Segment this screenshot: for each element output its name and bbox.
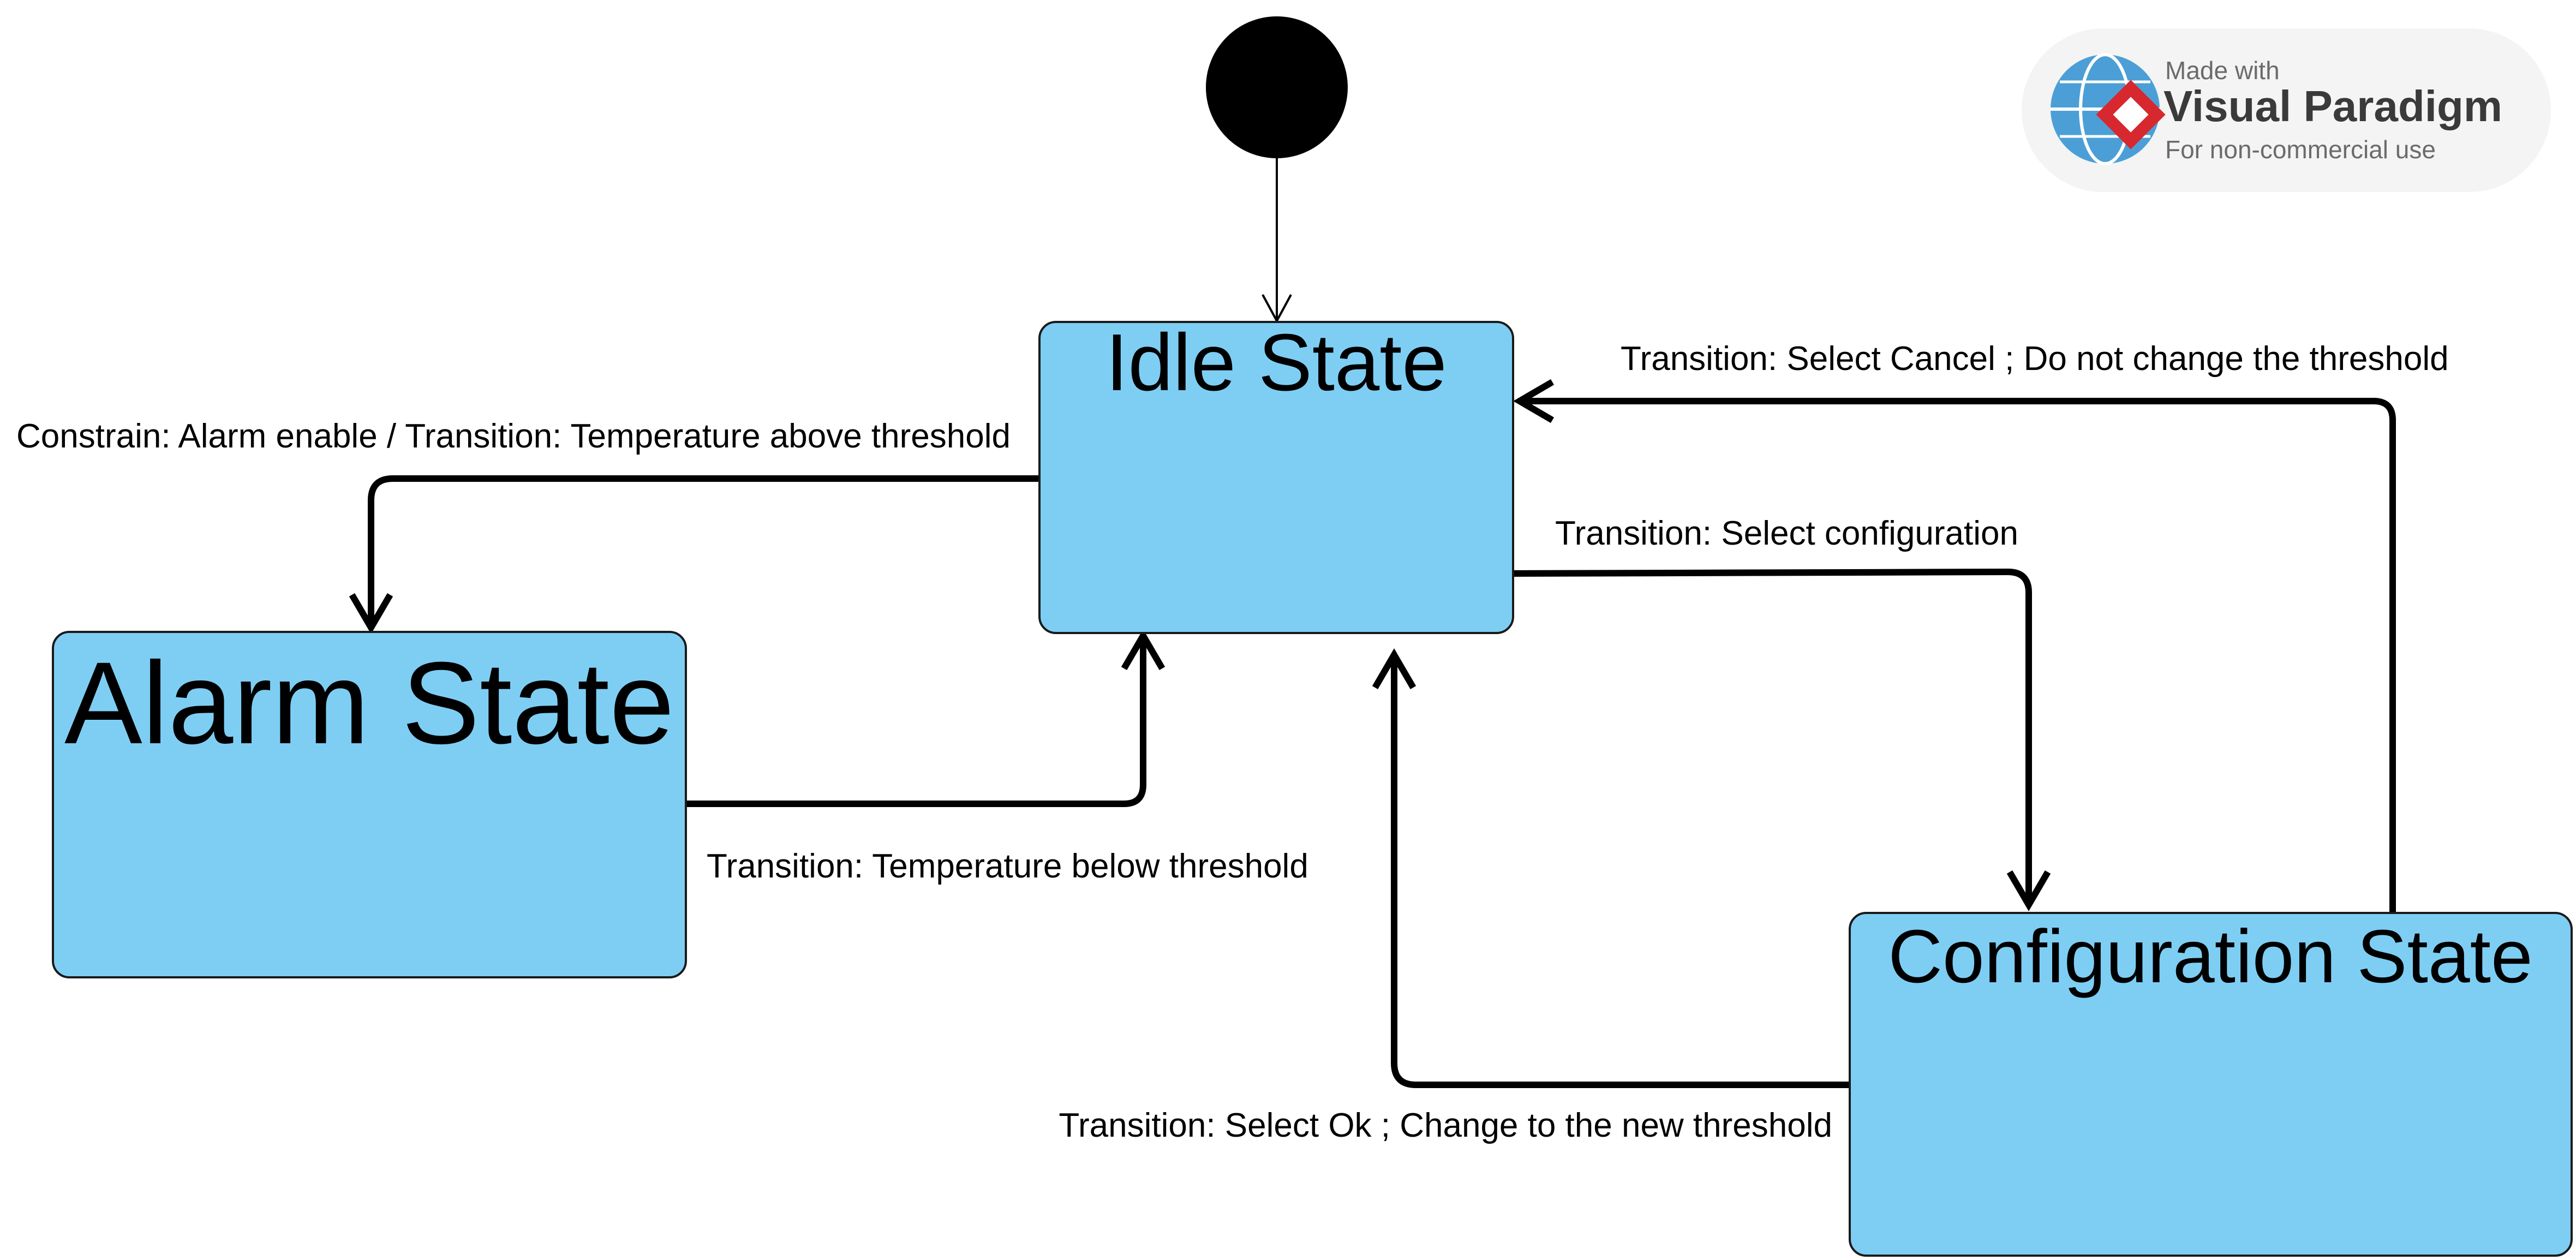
transition-idle-to-alarm[interactable] [368,475,1039,625]
state-configuration[interactable]: Configuration State [1849,912,2573,1257]
label-config-to-idle-ok: Transition: Select Ok ; Change to the ne… [1059,1107,1832,1144]
label-idle-to-alarm: Constrain: Alarm enable / Transition: Te… [16,417,1011,455]
arrowhead-idle-to-alarm [349,593,393,634]
initial-state[interactable] [1206,16,1348,158]
label-idle-to-config: Transition: Select configuration [1555,515,2018,552]
state-alarm-label: Alarm State [64,638,674,768]
label-config-to-idle-cancel: Transition: Select Cancel ; Do not chang… [1621,340,2449,378]
watermark-line3: For non-commercial use [2165,135,2436,164]
arrowhead-config-to-idle-ok [1372,648,1416,690]
arrowhead-alarm-to-idle [1121,629,1166,671]
arrowhead-idle-to-config [2006,870,2051,911]
watermark-line2: Visual Paradigm [2163,82,2502,130]
transition-config-to-idle-ok[interactable] [1391,658,1850,1088]
state-idle-label: Idle State [1105,318,1447,408]
label-alarm-to-idle: Transition: Temperature below threshold [707,847,1308,885]
state-idle[interactable]: Idle State [1038,318,1514,634]
state-configuration-label: Configuration State [1888,915,2532,999]
transition-config-to-idle-cancel[interactable] [1520,398,2396,912]
state-alarm[interactable]: Alarm State [52,631,687,978]
watermark-line1: Made with [2165,56,2280,85]
visual-paradigm-watermark: Made with Visual Paradigm For non-commer… [2022,28,2551,192]
transition-alarm-to-idle[interactable] [685,638,1146,807]
transition-idle-to-config[interactable] [1509,568,2032,903]
arrowhead-config-to-idle-cancel [1513,379,1555,423]
globe-logo-icon [2051,53,2166,165]
